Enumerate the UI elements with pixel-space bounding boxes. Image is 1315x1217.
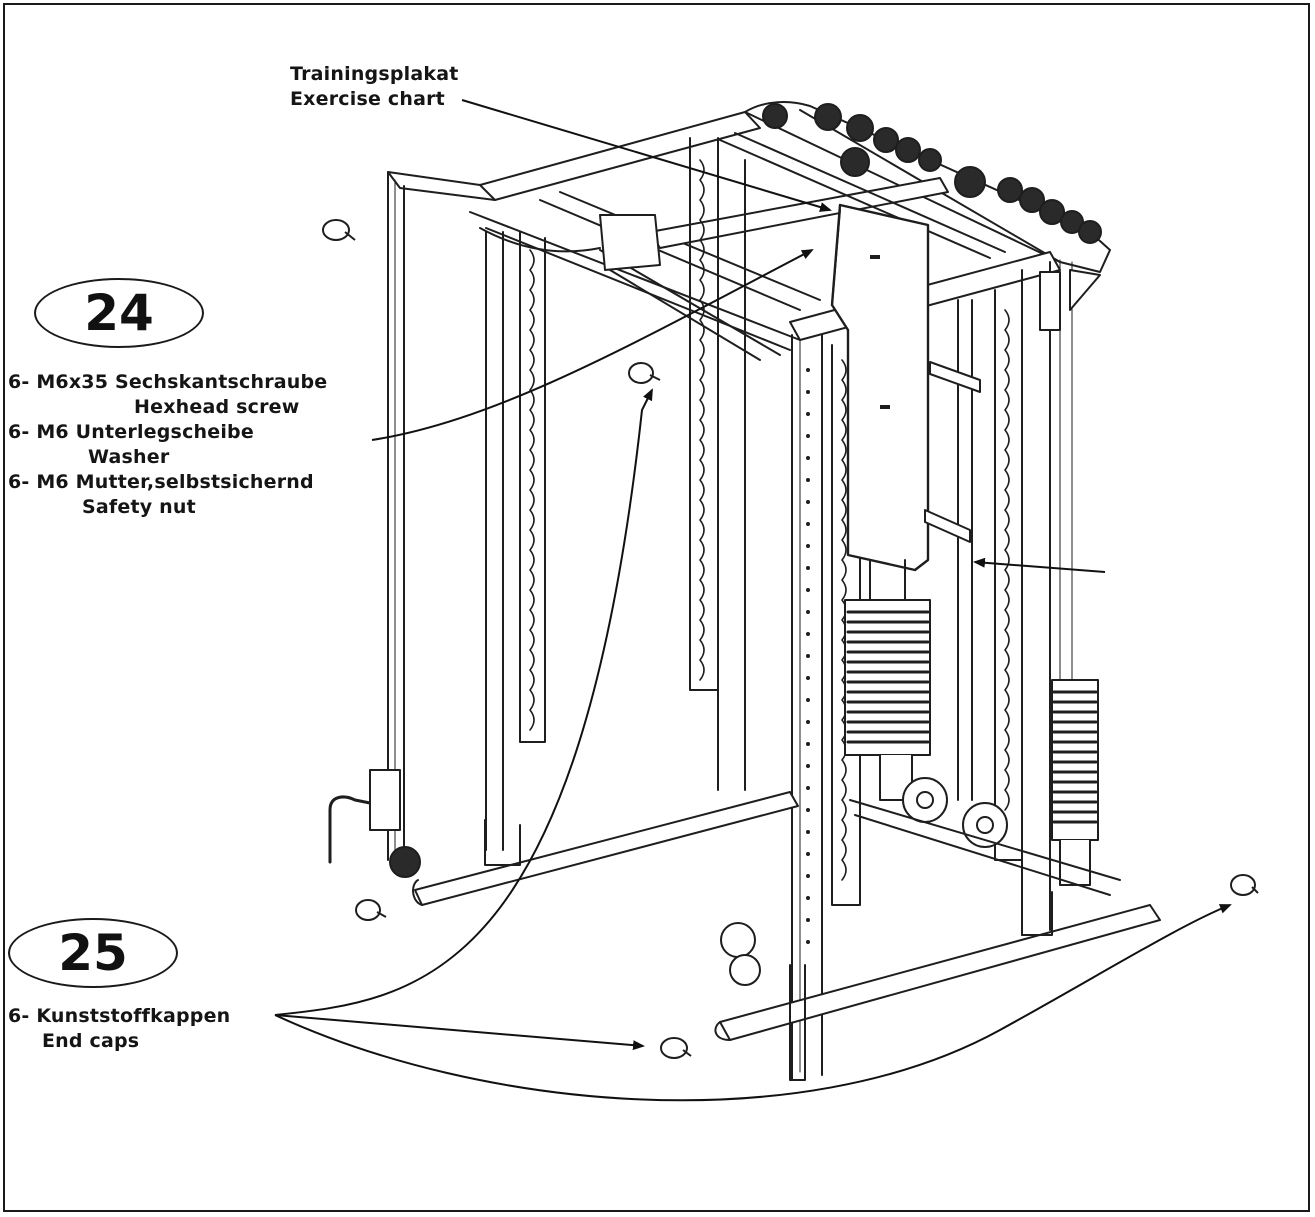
part-name-en: Washer <box>88 446 170 468</box>
exercise-chart-label-en: Exercise chart <box>290 88 445 110</box>
step-number-oval: 24 <box>34 278 204 348</box>
step-number: 24 <box>84 284 154 342</box>
rear-center-uprights <box>689 137 746 791</box>
part-name-en: End caps <box>42 1030 140 1052</box>
base-rails <box>412 791 1161 1081</box>
part-name-en: Safety nut <box>82 496 196 518</box>
lower-pulleys <box>389 777 1008 986</box>
weight-stack-center <box>844 559 931 801</box>
part-name-de: 6- M6 Unterlegscheibe <box>8 421 254 443</box>
top-pulleys <box>625 103 1102 257</box>
exercise-chart-label-de: Trainingsplakat <box>290 63 459 85</box>
leader-right-arrow <box>973 557 1106 573</box>
leader-lines <box>274 99 1232 1102</box>
end-cap-icon <box>355 899 387 921</box>
leader-end-cap-a <box>274 388 653 1016</box>
loose-end-caps <box>322 219 1259 1059</box>
exercise-chart-label: Trainingsplakat Exercise chart <box>290 62 459 112</box>
part-name-en: Hexhead screw <box>134 396 300 418</box>
part-name-de: 6- M6x35 Sechskantschraube <box>8 371 328 393</box>
step-number: 25 <box>58 924 128 982</box>
end-cap-icon <box>660 1037 692 1059</box>
step-24-parts-list: 6- M6x35 Sechskantschraube Hexhead screw… <box>8 370 327 520</box>
leader-end-cap-c <box>274 904 1232 1102</box>
part-name-de: 6- Kunststoffkappen <box>8 1005 231 1027</box>
step-25-parts-list: 6- Kunststoffkappen End caps <box>8 1004 230 1054</box>
part-name-de: 6- M6 Mutter,selbstsichernd <box>8 471 314 493</box>
leader-step-24 <box>371 249 814 441</box>
top-frame <box>387 101 1111 361</box>
end-cap-icon <box>628 362 661 384</box>
leader-exercise-chart <box>461 99 832 212</box>
left-rear-upright <box>387 171 504 861</box>
weight-stack-right <box>1051 679 1099 886</box>
end-cap-icon <box>1230 874 1259 896</box>
step-number-oval: 25 <box>8 918 178 988</box>
page-frame <box>3 3 1310 1212</box>
leader-end-cap-b <box>274 1014 645 1051</box>
exercise-chart-panel <box>830 203 930 572</box>
left-notched-upright <box>519 231 546 743</box>
end-cap-icon <box>322 219 356 241</box>
